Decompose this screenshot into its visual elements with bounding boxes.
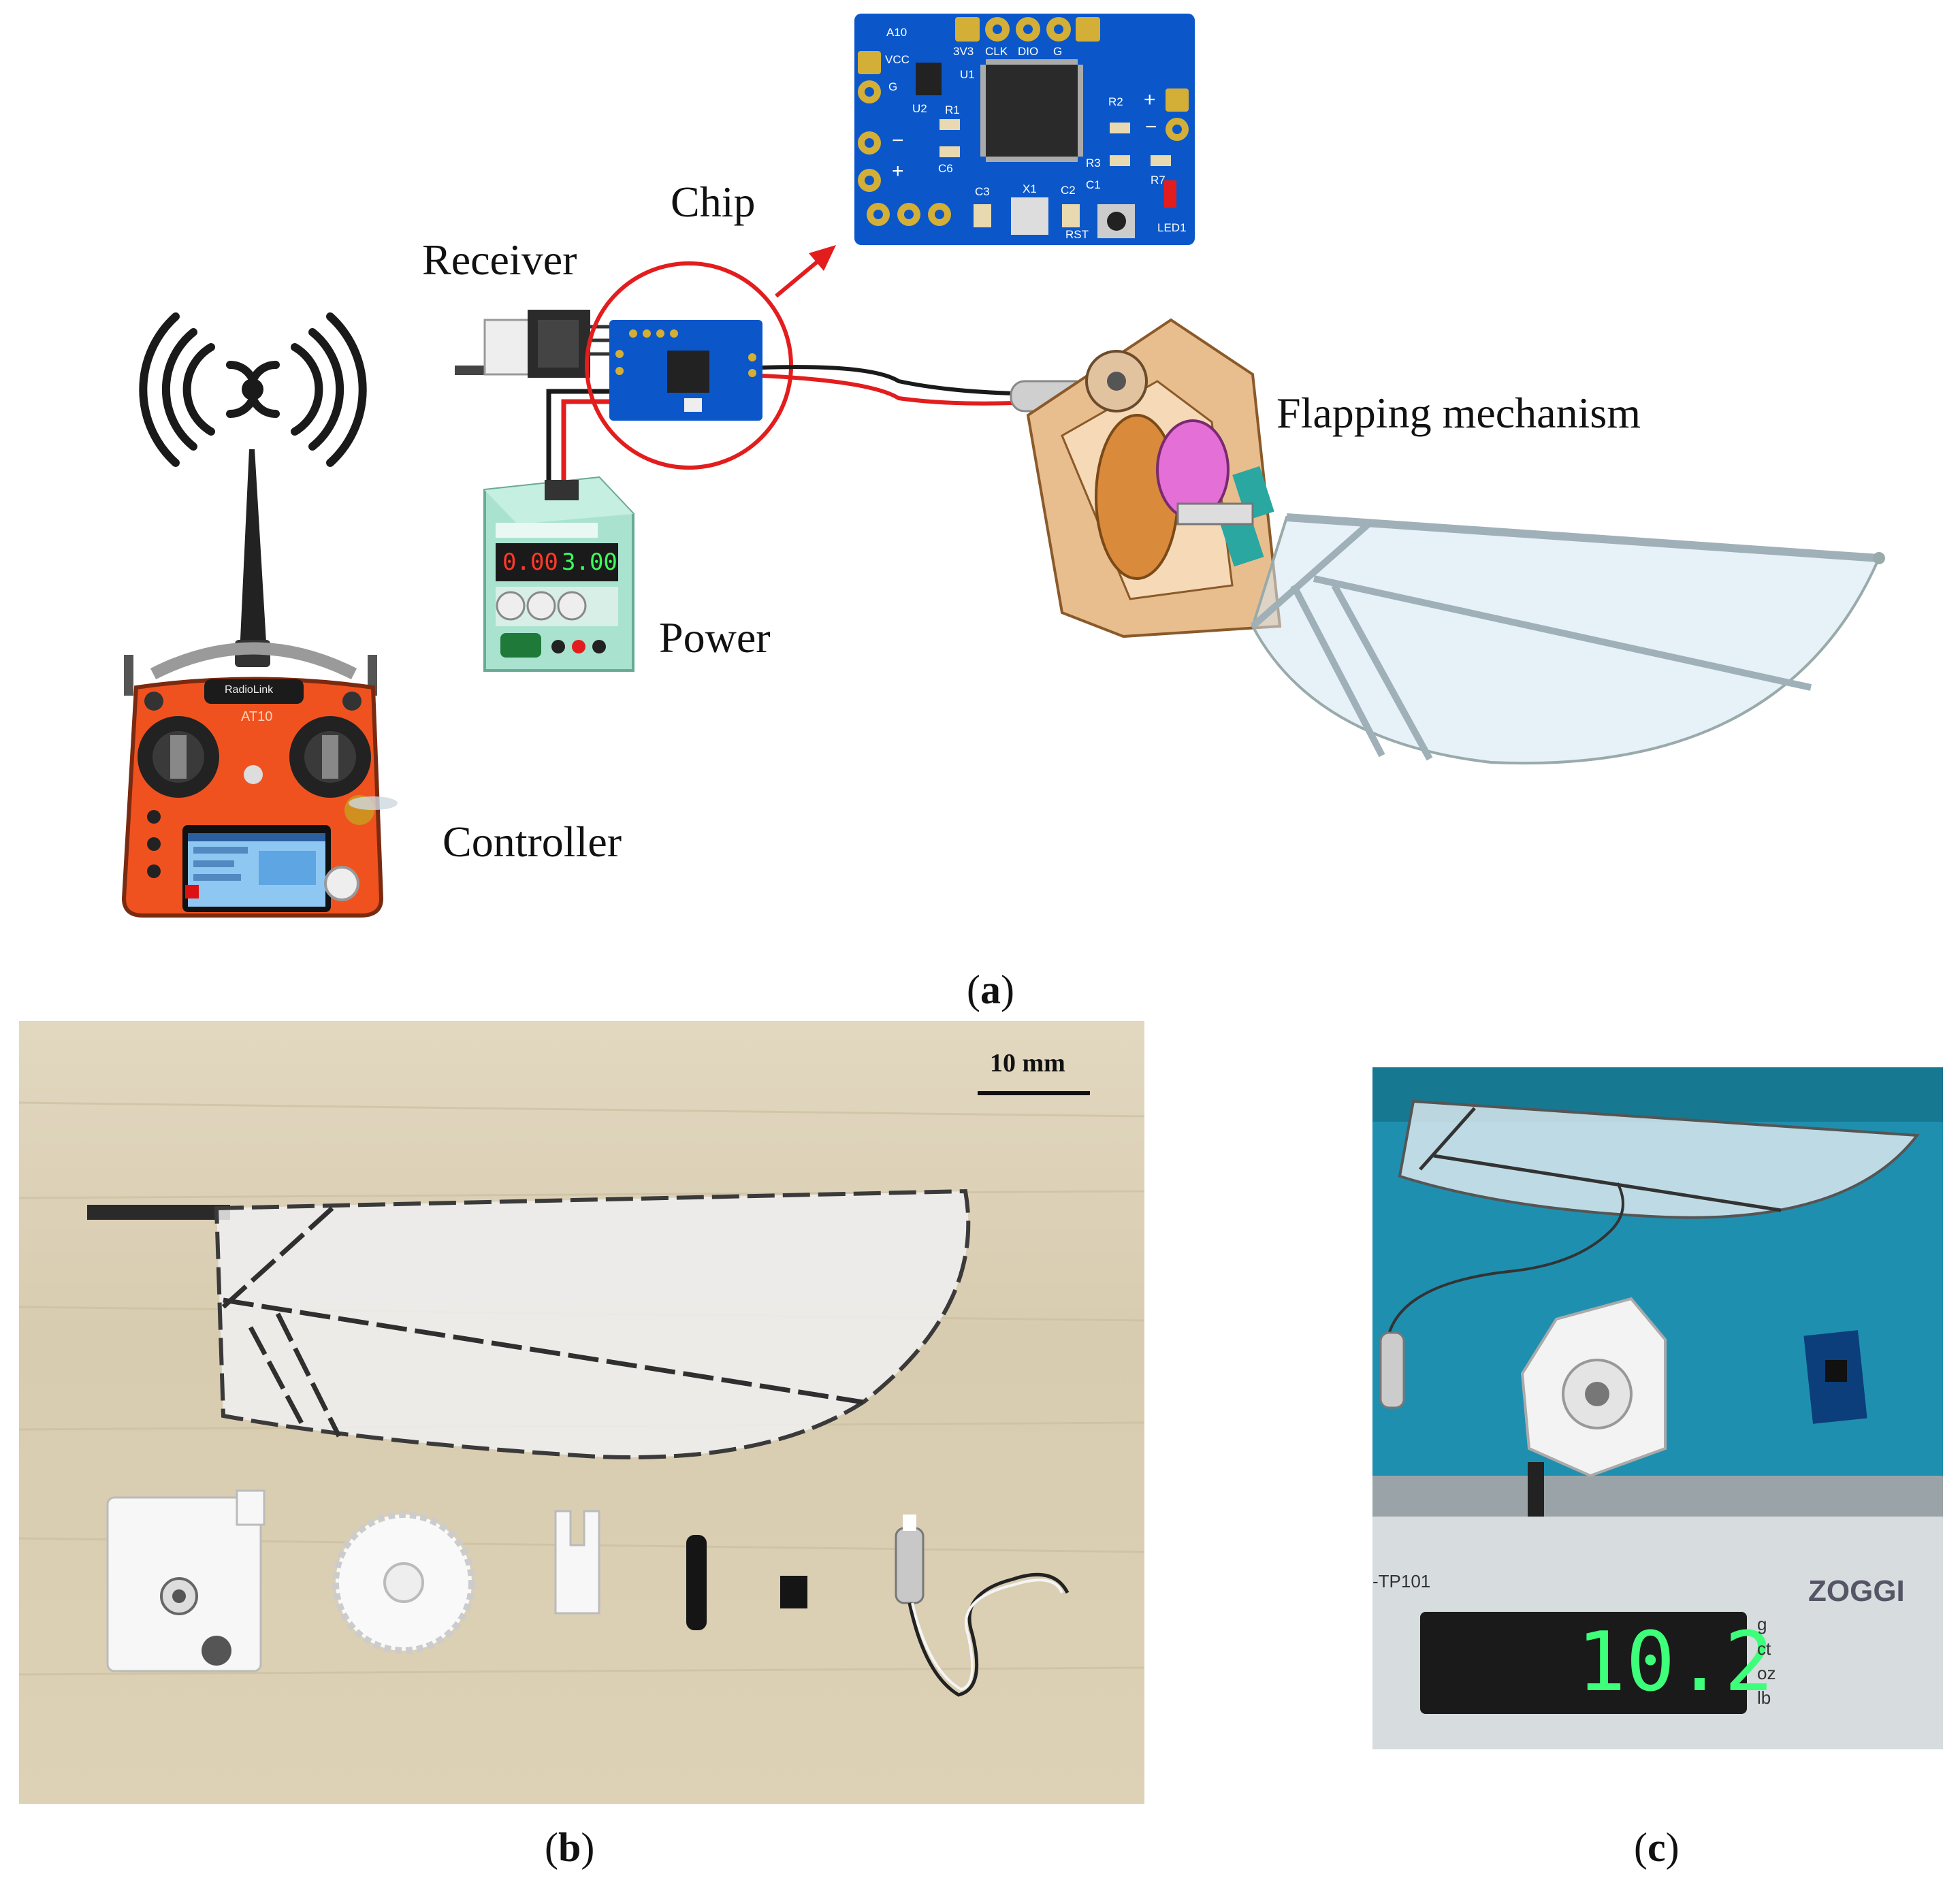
pcb-label-r1: R1	[945, 103, 960, 116]
pcb-label-u1: U1	[960, 68, 975, 81]
scale-bar-label: 10 mm	[990, 1049, 1065, 1078]
panel-b-parts	[19, 1091, 1144, 1697]
panel-b-photo: 10 mm	[19, 1021, 1144, 1804]
pcb-label-led1: LED1	[1157, 221, 1187, 234]
pcb-label-c1: C1	[1086, 178, 1101, 191]
panel-b-caption: (b)	[545, 1825, 595, 1870]
pcb-label-minus-right: −	[1145, 116, 1157, 138]
scale-unit-g: g	[1757, 1614, 1767, 1634]
pcb-label-clk: CLK	[985, 45, 1008, 58]
pcb-label-x1: X1	[1023, 182, 1037, 195]
scale-display-reading: 10.2	[1577, 1615, 1773, 1710]
scale-units: g ct oz lb	[1757, 1612, 1776, 1710]
pcb-label-a10: A10	[886, 26, 907, 39]
pcb-label-r2: R2	[1108, 95, 1123, 108]
psu-display-right: 3.00	[562, 549, 617, 576]
pcb-label-c3: C3	[975, 185, 990, 198]
scale-brand-text: ZOGGI	[1808, 1574, 1905, 1608]
panel-b-caption-letter: b	[558, 1825, 581, 1870]
pcb-label-3v3: 3V3	[953, 45, 974, 58]
scale-unit-oz: oz	[1757, 1663, 1776, 1683]
pcb-label-plus-left: +	[892, 160, 904, 182]
chip-label: Chip	[671, 178, 756, 226]
panel-c-caption-letter: c	[1647, 1825, 1666, 1870]
controller-label: Controller	[443, 817, 622, 866]
panel-c-caption: (c)	[1634, 1825, 1680, 1870]
flapping-mechanism-label: Flapping mechanism	[1276, 389, 1641, 437]
panel-a: RadioLink AT10	[121, 14, 1885, 1012]
pcb-label-c6: C6	[938, 162, 953, 175]
chip-board-small	[546, 245, 1015, 483]
scale-unit-lb: lb	[1757, 1687, 1771, 1708]
pcb-label-c2: C2	[1061, 184, 1076, 197]
scale-model-text: -TP101	[1372, 1571, 1431, 1591]
pcb-label-minus-left: −	[892, 129, 904, 152]
pcb-label-rst: RST	[1065, 228, 1089, 241]
panel-a-caption-letter: a	[980, 967, 1001, 1012]
wireless-signal-icon	[139, 312, 367, 467]
pcb-label-dio: DIO	[1018, 45, 1039, 58]
panel-c-photo: -TP101 ZOGGI 10.2 g ct oz lb	[1372, 1067, 1943, 1749]
scale-unit-ct: ct	[1757, 1638, 1771, 1659]
pcb-label-g1: G	[888, 80, 898, 93]
pcb-label-plus-right: +	[1144, 88, 1156, 111]
controller-illustration	[121, 449, 398, 918]
receiver-illustration	[455, 310, 616, 378]
psu-display-left: 0.00	[502, 549, 558, 576]
pcb-label-vcc: VCC	[885, 53, 910, 66]
power-supply-illustration	[483, 476, 634, 672]
controller-model: AT10	[241, 709, 273, 724]
receiver-label: Receiver	[422, 236, 577, 284]
pcb-label-r7: R7	[1151, 174, 1166, 187]
pcb-label-r3: R3	[1086, 157, 1101, 169]
pcb-label-u2: U2	[912, 102, 927, 115]
flapping-mechanism-illustration	[1010, 318, 1885, 765]
panel-a-caption: (a)	[967, 967, 1014, 1012]
pcb-label-g2: G	[1053, 45, 1063, 58]
power-label: Power	[659, 613, 771, 662]
controller-brand: RadioLink	[225, 684, 274, 696]
pcb-zoom-illustration	[854, 14, 1195, 245]
panel-c-scene	[1372, 1067, 1943, 1749]
